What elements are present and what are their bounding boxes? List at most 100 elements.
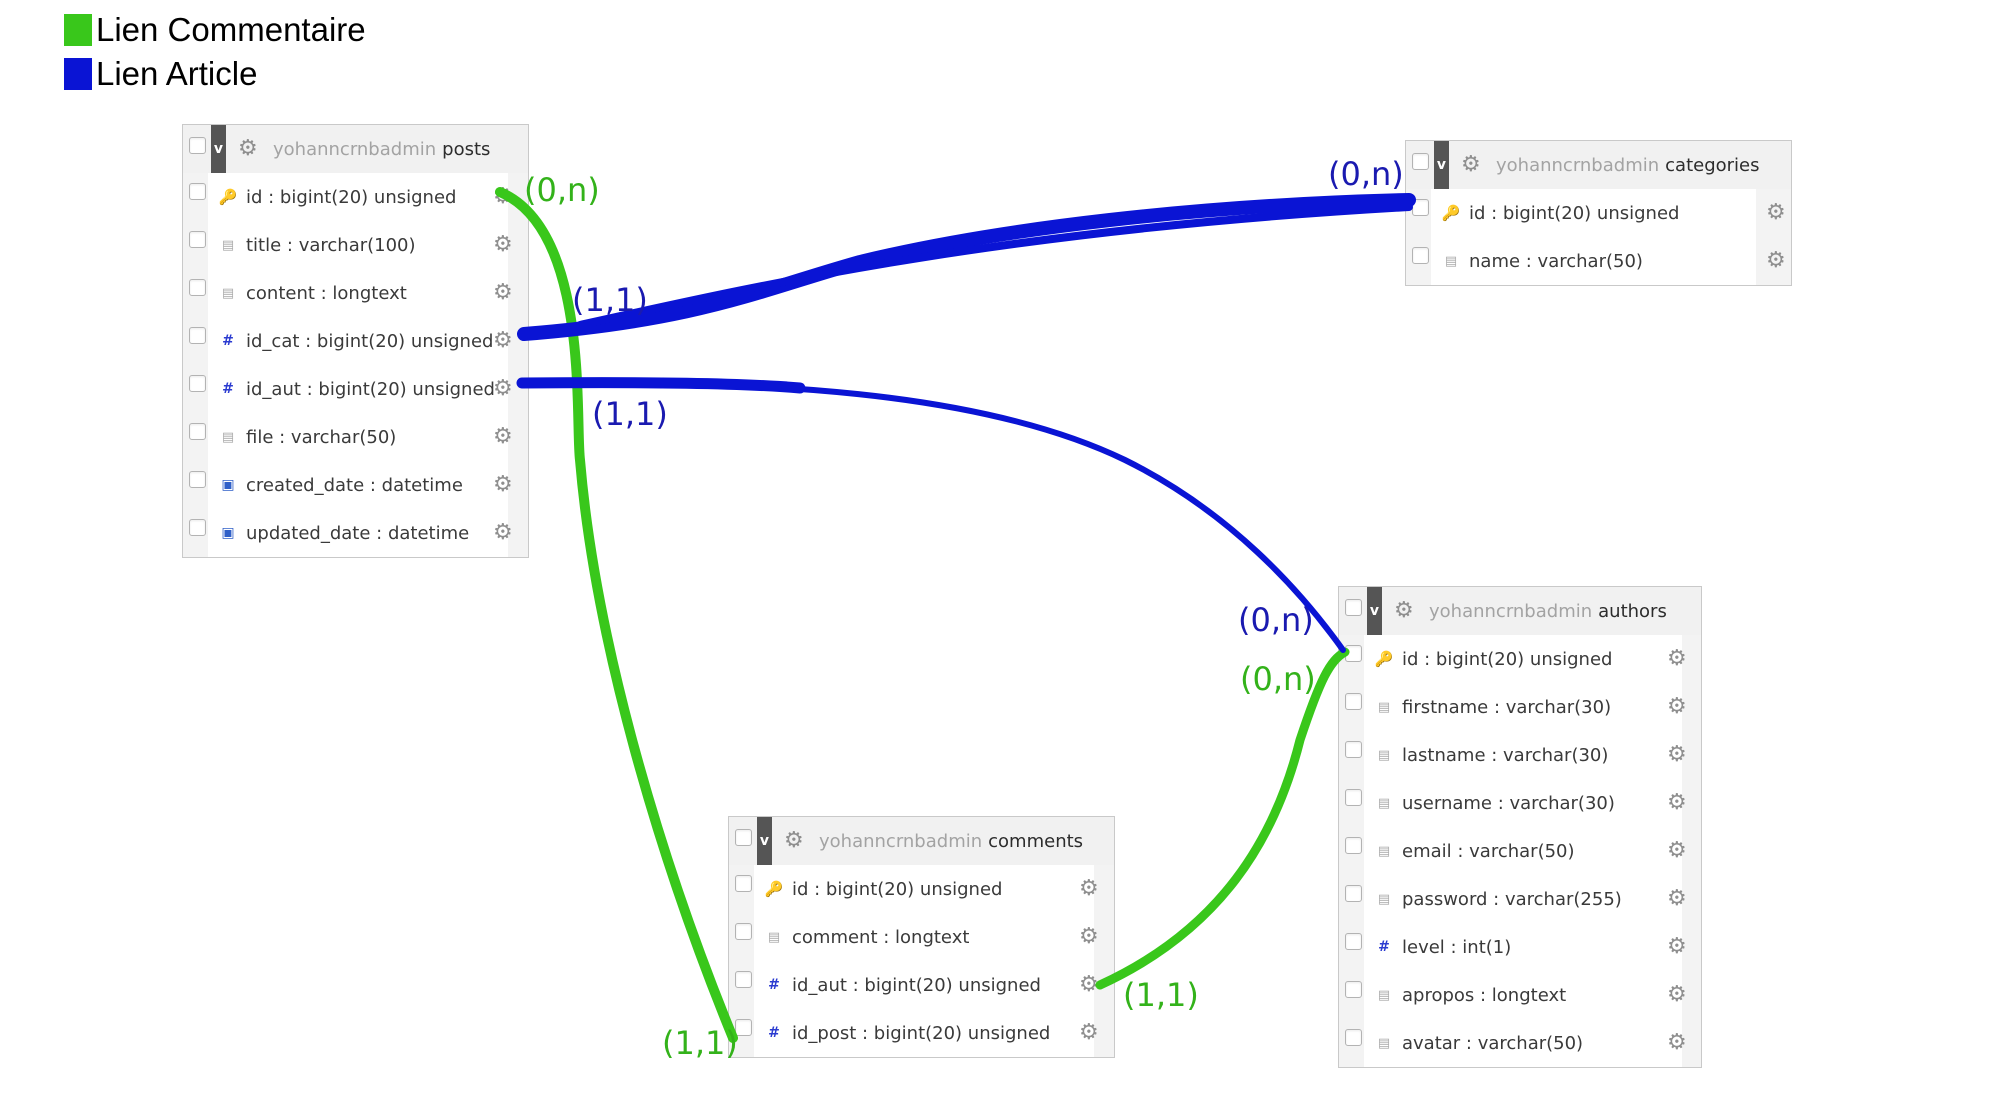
column-checkbox[interactable] [189, 183, 206, 200]
gear-icon[interactable]: ⚙ [493, 280, 513, 305]
gear-icon[interactable]: ⚙ [493, 376, 513, 401]
gear-icon[interactable]: ⚙ [1079, 876, 1099, 901]
database-name: yohanncrnbadmin [1496, 155, 1660, 176]
column-checkbox[interactable] [1412, 247, 1429, 264]
column-checkbox[interactable] [189, 519, 206, 536]
column-checkbox[interactable] [1345, 693, 1362, 710]
column-row[interactable]: ▤file : varchar(50)⚙ [183, 413, 528, 461]
column-label: title : varchar(100) [246, 234, 416, 256]
gear-icon[interactable]: ⚙ [493, 232, 513, 257]
column-row[interactable]: 🔑id : bigint(20) unsigned⚙ [183, 173, 528, 221]
column-checkbox[interactable] [1345, 981, 1362, 998]
column-checkbox[interactable] [1345, 741, 1362, 758]
column-row[interactable]: 🔑id : bigint(20) unsigned⚙ [1339, 635, 1701, 683]
column-cell: #id_aut : bigint(20) unsigned [208, 365, 508, 413]
gear-icon[interactable]: ⚙ [1667, 1030, 1687, 1055]
column-row[interactable]: ▤comment : longtext⚙ [729, 913, 1114, 961]
gear-icon[interactable]: ⚙ [1667, 838, 1687, 863]
column-row[interactable]: ▤lastname : varchar(30)⚙ [1339, 731, 1701, 779]
column-row[interactable]: ▤title : varchar(100)⚙ [183, 221, 528, 269]
column-row[interactable]: ▤firstname : varchar(30)⚙ [1339, 683, 1701, 731]
gear-icon[interactable]: ⚙ [1667, 646, 1687, 671]
column-row[interactable]: #id_cat : bigint(20) unsigned⚙ [183, 317, 528, 365]
column-cell: ▤apropos : longtext [1364, 971, 1682, 1019]
gear-icon[interactable]: ⚙ [1667, 982, 1687, 1007]
column-label: updated_date : datetime [246, 522, 470, 544]
column-checkbox[interactable] [735, 923, 752, 940]
gear-icon[interactable]: ⚙ [1079, 972, 1099, 997]
gear-icon[interactable]: ⚙ [493, 424, 513, 449]
column-row[interactable]: ▤username : varchar(30)⚙ [1339, 779, 1701, 827]
text-icon: ▤ [1377, 747, 1391, 763]
gear-icon[interactable]: ⚙ [1667, 694, 1687, 719]
table-select-checkbox[interactable] [1345, 599, 1362, 616]
gear-icon[interactable]: ⚙ [1079, 1020, 1099, 1045]
collapse-toggle[interactable]: v [1434, 141, 1449, 189]
gear-icon[interactable]: ⚙ [493, 520, 513, 545]
column-checkbox[interactable] [189, 231, 206, 248]
table-name: comments [988, 831, 1084, 852]
column-row[interactable]: ▤content : longtext⚙ [183, 269, 528, 317]
table-select-checkbox[interactable] [1412, 153, 1429, 170]
gear-icon[interactable]: ⚙ [1667, 886, 1687, 911]
column-row[interactable]: 🔑id : bigint(20) unsigned⚙ [729, 865, 1114, 913]
column-row[interactable]: 🔑id : bigint(20) unsigned⚙ [1406, 189, 1791, 237]
column-row[interactable]: ▤avatar : varchar(50)⚙ [1339, 1019, 1701, 1067]
key-icon: 🔑 [1441, 204, 1461, 222]
column-checkbox[interactable] [1345, 885, 1362, 902]
column-row[interactable]: #id_post : bigint(20) unsigned⚙ [729, 1009, 1114, 1057]
column-row[interactable]: ▤password : varchar(255)⚙ [1339, 875, 1701, 923]
column-checkbox[interactable] [1412, 199, 1429, 216]
column-row[interactable]: ▤apropos : longtext⚙ [1339, 971, 1701, 1019]
collapse-toggle[interactable]: v [1367, 587, 1382, 635]
column-row[interactable]: ▤email : varchar(50)⚙ [1339, 827, 1701, 875]
gear-icon[interactable]: ⚙ [1667, 790, 1687, 815]
column-checkbox[interactable] [1345, 837, 1362, 854]
gear-icon[interactable]: ⚙ [1394, 598, 1414, 623]
gear-icon[interactable]: ⚙ [784, 828, 804, 853]
table-select-checkbox[interactable] [189, 137, 206, 154]
column-row[interactable]: ▤name : varchar(50) ⚙ [1406, 237, 1791, 285]
table-select-checkbox[interactable] [735, 829, 752, 846]
column-row[interactable]: ▣updated_date : datetime⚙ [183, 509, 528, 557]
gear-icon[interactable]: ⚙ [1079, 924, 1099, 949]
gear-icon[interactable]: ⚙ [1667, 742, 1687, 767]
column-row[interactable]: #id_aut : bigint(20) unsigned⚙ [183, 365, 528, 413]
gear-icon[interactable]: ⚙ [1667, 934, 1687, 959]
column-checkbox[interactable] [735, 971, 752, 988]
column-row[interactable]: #id_aut : bigint(20) unsigned⚙ [729, 961, 1114, 1009]
text-icon: ▤ [1444, 253, 1458, 269]
column-checkbox[interactable] [189, 375, 206, 392]
column-row[interactable]: ▣created_date : datetime⚙ [183, 461, 528, 509]
column-row[interactable]: #level : int(1)⚙ [1339, 923, 1701, 971]
gear-icon[interactable]: ⚙ [238, 136, 258, 161]
column-checkbox[interactable] [1345, 933, 1362, 950]
column-checkbox[interactable] [1345, 1029, 1362, 1046]
gear-icon[interactable]: ⚙ [1766, 248, 1786, 273]
column-checkbox[interactable] [735, 875, 752, 892]
hash-icon: # [1378, 939, 1390, 955]
column-checkbox[interactable] [189, 471, 206, 488]
column-cell: ▤username : varchar(30) [1364, 779, 1682, 827]
column-checkbox[interactable] [1345, 789, 1362, 806]
column-checkbox[interactable] [189, 279, 206, 296]
column-checkbox[interactable] [735, 1019, 752, 1036]
column-checkbox[interactable] [189, 327, 206, 344]
gear-icon[interactable]: ⚙ [493, 472, 513, 497]
column-checkbox[interactable] [1345, 645, 1362, 662]
collapse-toggle[interactable]: v [757, 817, 772, 865]
column-cell: ▤name : varchar(50) [1431, 237, 1756, 285]
gear-icon[interactable]: ⚙ [493, 328, 513, 353]
legend-item-article: Lien Article [64, 52, 366, 96]
collapse-toggle[interactable]: v [211, 125, 226, 173]
gear-icon[interactable]: ⚙ [1766, 200, 1786, 225]
gear-icon[interactable]: ⚙ [1461, 152, 1481, 177]
gear-icon[interactable]: ⚙ [493, 184, 513, 209]
column-checkbox[interactable] [189, 423, 206, 440]
column-cell: ▤email : varchar(50) [1364, 827, 1682, 875]
